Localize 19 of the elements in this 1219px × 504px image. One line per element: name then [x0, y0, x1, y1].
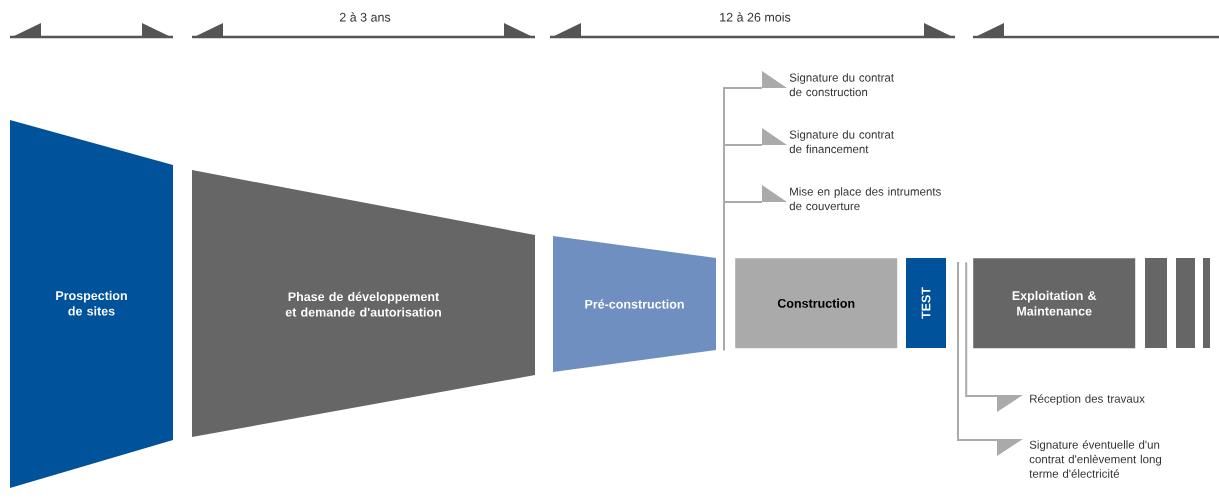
milestone-text: Mise en place des intruments de couverture [789, 187, 941, 211]
duration-label: 2 à 3 ans [339, 12, 391, 22]
leader-arrow [965, 261, 1023, 412]
milestone-text: Signature du contrat de construction [789, 73, 894, 97]
leader-arrow [957, 261, 1023, 456]
leader-arrow [723, 185, 787, 203]
bar [1176, 258, 1195, 348]
bar [1203, 258, 1210, 348]
leader-arrow [723, 128, 787, 146]
phase-box: Exploitation & Maintenance [973, 258, 1136, 349]
bar [1145, 258, 1167, 348]
milestone-text: Signature éventuelle d'un contrat d'enlèvement long terme d'électricité [1029, 440, 1162, 478]
milestone-text: Réception des travaux [1030, 394, 1145, 406]
phase-box: TEST [906, 258, 946, 348]
phase-box: Construction [735, 258, 898, 349]
leader-arrow [723, 71, 787, 89]
leader-line [723, 86, 725, 352]
milestone-text: Signature du contrat de financement [789, 130, 894, 154]
duration-label: 12 à 26 mois [720, 12, 791, 22]
